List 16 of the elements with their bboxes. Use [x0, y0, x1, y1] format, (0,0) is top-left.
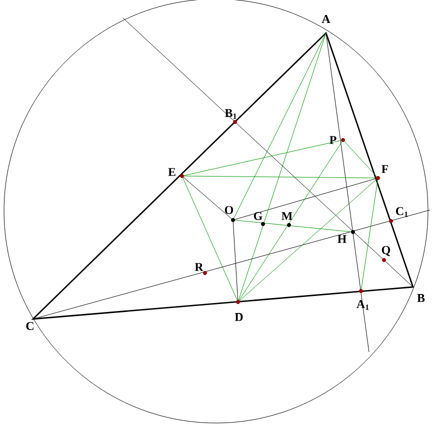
point-label: P	[330, 136, 336, 144]
point-label: B$_{1}$	[224, 109, 236, 119]
point-label: A$_{1}$	[356, 300, 369, 310]
point-label: F	[382, 165, 388, 173]
point-label: O	[224, 206, 234, 214]
point-label: H	[338, 235, 346, 243]
point-label: G	[254, 212, 262, 220]
point-label: Q	[382, 246, 390, 256]
point-label: R	[194, 263, 204, 271]
point-label: B	[417, 294, 425, 302]
point-label: E	[168, 168, 176, 176]
point-label: C$_{1}$	[396, 207, 408, 217]
point-label: M	[282, 212, 292, 220]
point-label: A	[322, 15, 330, 23]
point-label: C	[26, 322, 34, 330]
point-label: D	[234, 313, 243, 321]
